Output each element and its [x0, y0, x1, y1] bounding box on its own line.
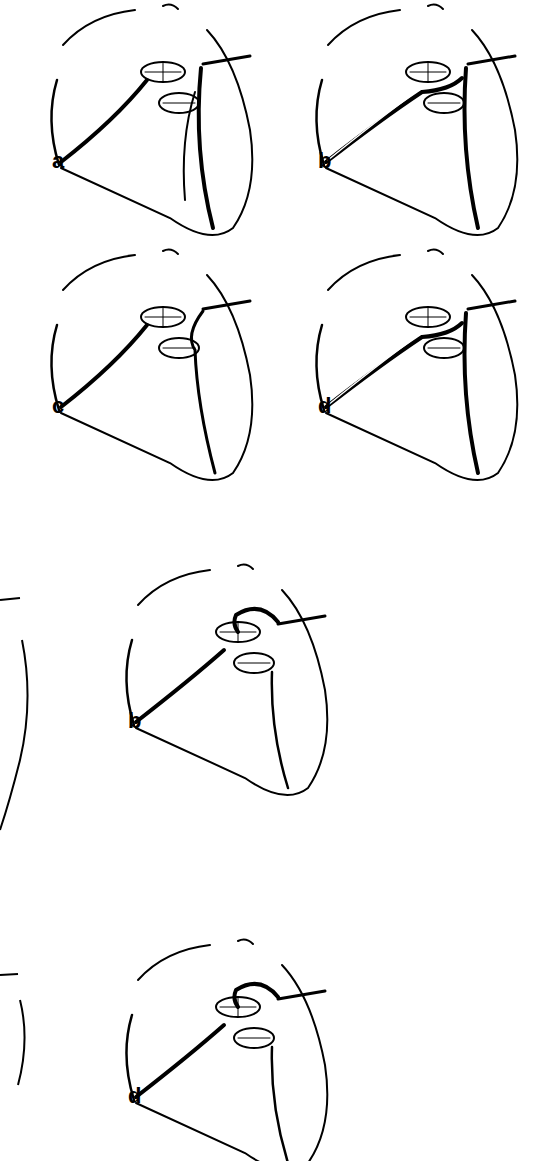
cropped-heart — [0, 598, 28, 1085]
panel-letter: a — [52, 150, 64, 172]
heart-drawing — [316, 5, 517, 235]
heart-drawing — [51, 250, 252, 480]
panel-letter: d — [318, 395, 331, 417]
heart-drawing — [126, 565, 327, 795]
panel-letter: c — [52, 395, 64, 417]
panel-letter: b — [128, 710, 141, 732]
panel-letter: b — [318, 150, 331, 172]
heart-drawing — [126, 940, 327, 1161]
heart-drawing — [316, 250, 517, 480]
panel-letter: d — [128, 1085, 141, 1107]
heart-drawing — [51, 5, 252, 235]
